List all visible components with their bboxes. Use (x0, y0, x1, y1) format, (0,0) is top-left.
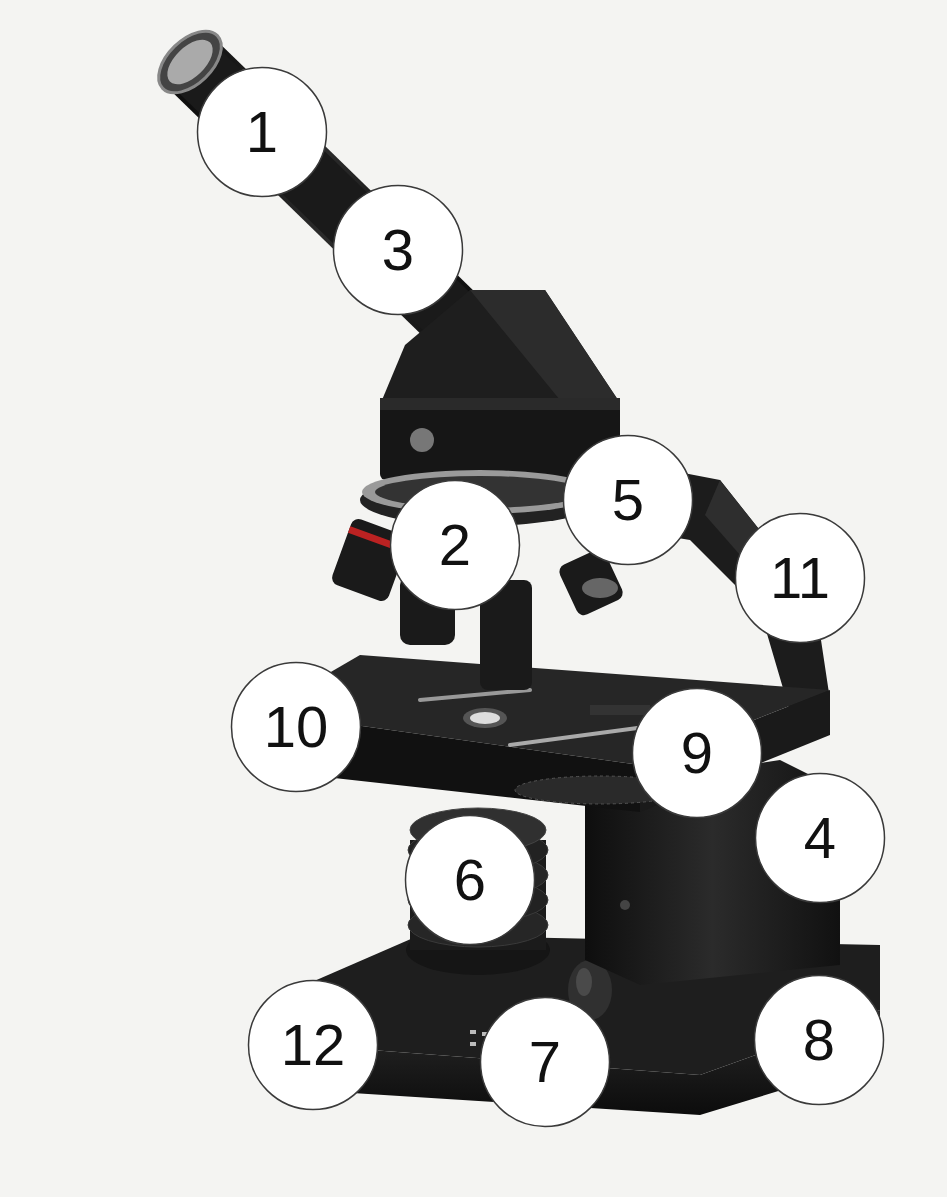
callout-circle: 3 (332, 184, 464, 316)
callout-circle: 6 (404, 814, 536, 946)
callout-number: 3 (332, 221, 464, 279)
callout-number: 8 (753, 1011, 885, 1069)
callout-circle: 9 (631, 687, 763, 819)
callout-circle: 5 (562, 434, 694, 566)
callout-circle: 8 (753, 974, 885, 1106)
callout-circle: 7 (479, 996, 611, 1128)
callout-number: 6 (404, 851, 536, 909)
callout-number: 11 (734, 549, 866, 607)
callout-number: 12 (247, 1016, 379, 1074)
callout-number: 1 (196, 103, 328, 161)
callout-circle: 10 (230, 661, 362, 793)
callout-circle: 4 (754, 772, 886, 904)
head (380, 290, 620, 480)
callout-circle: 11 (734, 512, 866, 644)
callout-number: 7 (479, 1033, 611, 1091)
callout-number: 9 (631, 724, 763, 782)
callout-number: 10 (230, 698, 362, 756)
callout-number: 2 (389, 516, 521, 574)
callout-circle: 1 (196, 66, 328, 198)
callout-number: 4 (754, 809, 886, 867)
screw (620, 900, 630, 910)
callout-circle: 12 (247, 979, 379, 1111)
callout-number: 5 (562, 471, 694, 529)
callout-circle: 2 (389, 479, 521, 611)
